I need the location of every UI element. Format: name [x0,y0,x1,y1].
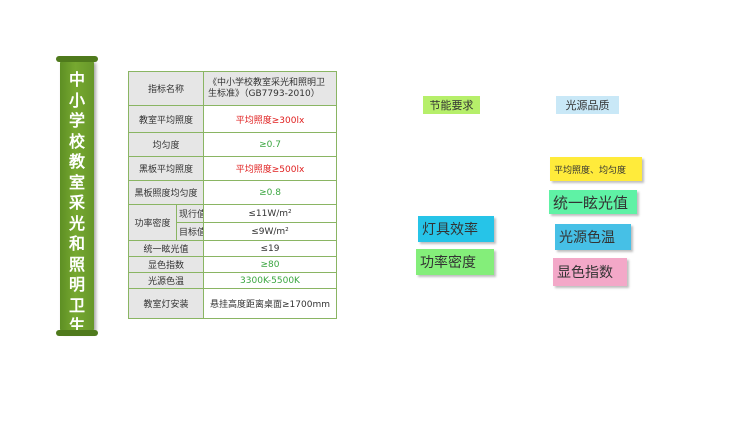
tag-unified-glare: 统一眩光值 [549,190,637,214]
row-label: 显色指数 [127,256,205,273]
row-label: 黑板照度均匀度 [127,180,205,205]
table-row: 均匀度 ≥0.7 [127,132,338,157]
table-row: 光源色温 3300K-5500K [127,272,338,289]
title-banner: 中小学校教室采光和照明卫生标准 [56,56,98,376]
row-sublabel: 现行值 [175,204,205,223]
table-row: 显色指数 ≥80 [127,256,338,273]
row-label: 功率密度 [128,204,177,241]
tag-energy-requirement: 节能要求 [423,96,480,114]
table-row: 教室灯安装 悬挂高度距离桌面≥1700mm [127,288,338,319]
row-value: 平均照度≥500lx [203,156,338,181]
row-value: 悬挂高度距离桌面≥1700mm [203,288,338,319]
table-row: 目标值 ≤9W/m² [129,222,338,241]
standard-table: 指标名称 《中小学校教室采光和照明卫生标准》（GB7793-2010） 教室平均… [127,71,338,319]
row-label: 统一眩光值 [127,240,205,257]
tag-avg-illuminance-uniformity: 平均照度、均匀度 [550,157,642,181]
row-value: 平均照度≥300lx [203,105,338,133]
tag-color-temperature: 光源色温 [555,224,631,250]
row-value: ≤9W/m² [203,222,338,241]
row-value: ≥80 [203,256,338,273]
table-row: 黑板照度均匀度 ≥0.8 [127,180,338,205]
tag-color-rendering-index: 显色指数 [553,258,627,286]
row-value: ≥0.8 [203,180,338,205]
table-row: 功率密度 现行值 ≤11W/m² [128,204,338,241]
row-value: 3300K-5500K [203,272,338,289]
row-label: 教室平均照度 [127,105,205,133]
row-label: 均匀度 [127,132,205,157]
row-label: 教室灯安装 [127,288,205,319]
banner-title: 中小学校教室采光和照明卫生标准 [69,70,86,376]
tag-luminaire-efficiency: 灯具效率 [418,216,494,242]
tag-light-quality: 光源品质 [556,96,619,114]
row-value: ≥0.7 [203,132,338,157]
header-cell-standard: 《中小学校教室采光和照明卫生标准》（GB7793-2010） [203,71,338,106]
table-row: 黑板平均照度 平均照度≥500lx [127,156,338,181]
header-cell-name: 指标名称 [127,71,205,106]
tag-power-density: 功率密度 [416,249,494,275]
table-row: 指标名称 《中小学校教室采光和照明卫生标准》（GB7793-2010） [127,71,338,106]
row-value: ≤19 [203,240,338,257]
row-label: 黑板平均照度 [127,156,205,181]
row-value: ≤11W/m² [203,204,338,223]
table-row: 教室平均照度 平均照度≥300lx [127,105,338,133]
table-row: 统一眩光值 ≤19 [127,240,338,257]
row-label: 光源色温 [127,272,205,289]
row-sublabel: 目标值 [175,222,205,241]
